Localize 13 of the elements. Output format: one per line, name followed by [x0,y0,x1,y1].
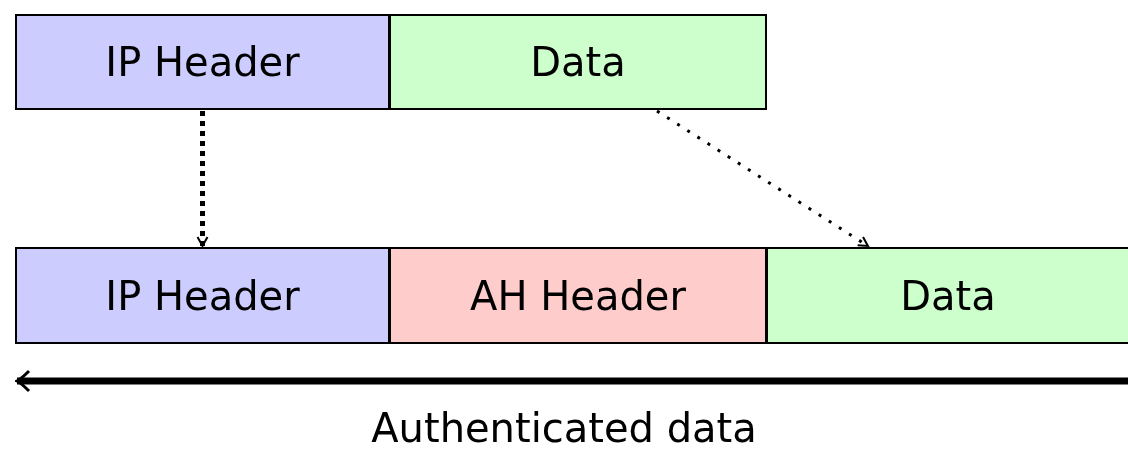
field-label: Data [900,272,996,319]
header-field-box [15,247,390,344]
field-label: IP Header [105,39,300,85]
header-field-box [389,247,767,344]
dotted-arrow [196,111,209,247]
dotted-arrow [656,109,869,248]
field-label: Data [530,39,626,85]
header-field-box [766,247,1128,344]
header-field-box [389,14,767,110]
header-field-box [15,14,390,110]
field-label: AH Header [470,272,686,319]
field-label: IP Header [105,272,300,319]
span-label: Authenticated data [370,405,758,451]
